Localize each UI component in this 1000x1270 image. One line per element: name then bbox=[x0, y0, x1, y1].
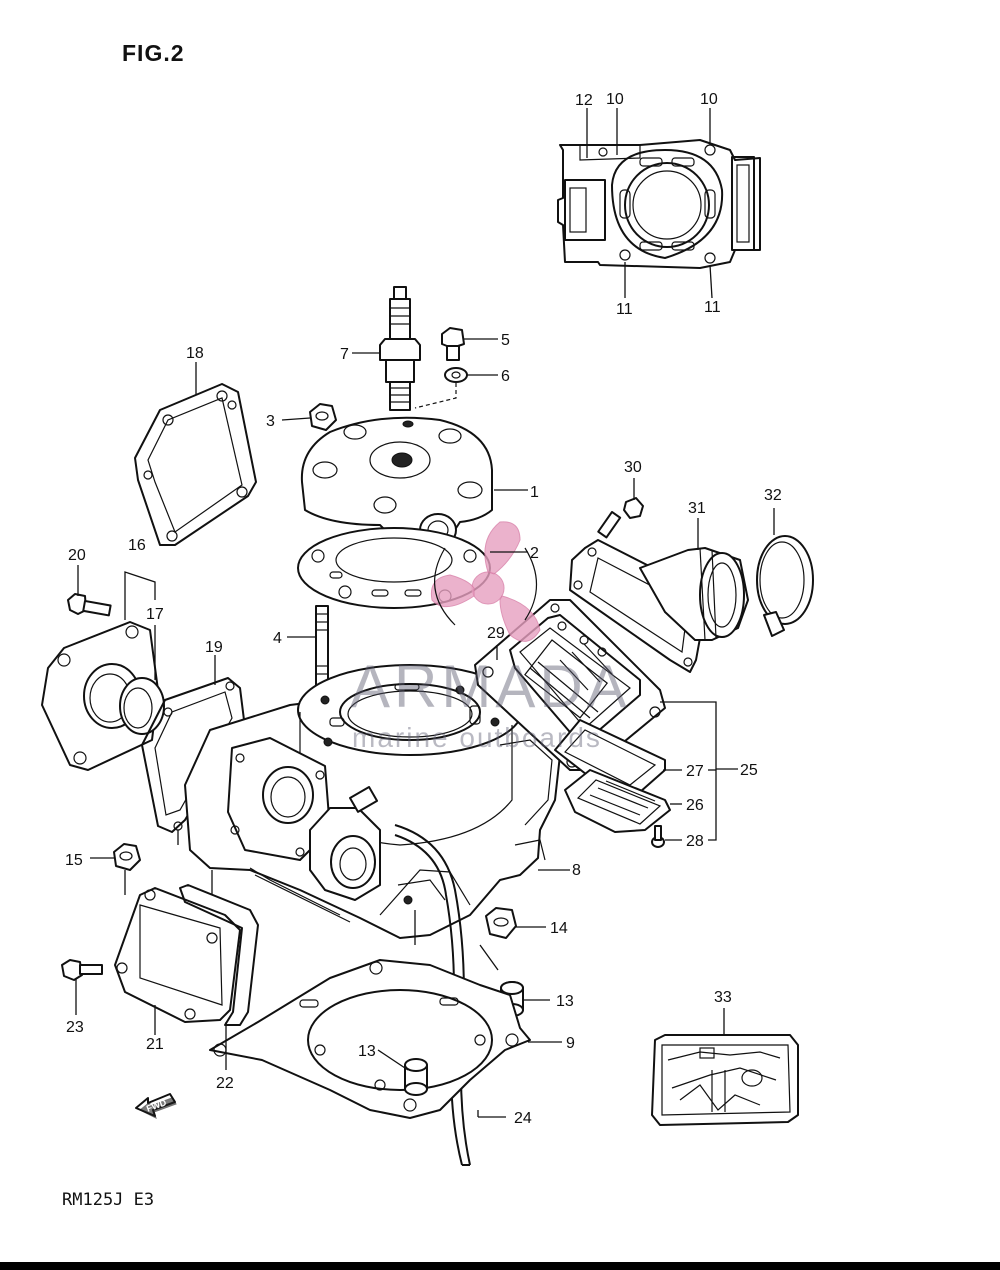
screw-part-30 bbox=[597, 497, 644, 539]
spark-plug bbox=[379, 286, 421, 411]
reed-valve-assembly bbox=[474, 599, 671, 848]
gasket-part-22 bbox=[179, 884, 259, 1026]
intake-pipe bbox=[639, 547, 749, 641]
cylinder-top-view-inset bbox=[557, 139, 761, 269]
gasket-set-package bbox=[651, 1034, 799, 1126]
model-code: RM125J E3 bbox=[62, 1190, 155, 1210]
leader-lines bbox=[75, 108, 775, 1118]
callout-14: 14 bbox=[550, 920, 568, 937]
bolt-part-23 bbox=[61, 959, 103, 981]
callout-3: 3 bbox=[266, 413, 275, 430]
callout-4: 4 bbox=[273, 630, 282, 647]
cylinder-base-gasket bbox=[209, 959, 531, 1119]
nut-part-14 bbox=[485, 907, 517, 939]
callout-2: 2 bbox=[530, 545, 539, 562]
callout-32: 32 bbox=[764, 487, 782, 504]
watermark-propeller-logo bbox=[430, 521, 541, 642]
callout-8: 8 bbox=[572, 862, 581, 879]
callout-19: 19 bbox=[205, 639, 223, 656]
callout-labels: 1 2 3 4 5 6 7 8 9 10 10 11 11 12 13 13 1… bbox=[65, 91, 782, 1127]
washer-part-6 bbox=[444, 367, 468, 383]
figure-title: FIG.2 bbox=[122, 40, 185, 66]
page-bottom-edge bbox=[0, 1262, 1000, 1270]
callout-21: 21 bbox=[146, 1036, 164, 1053]
callout-22: 22 bbox=[216, 1075, 234, 1092]
callout-10b: 10 bbox=[700, 91, 718, 108]
callout-27: 27 bbox=[686, 763, 704, 780]
callout-7: 7 bbox=[340, 346, 349, 363]
callout-5: 5 bbox=[501, 332, 510, 349]
nut-part-15 bbox=[113, 843, 141, 871]
callout-30: 30 bbox=[624, 459, 642, 476]
cover-part-21 bbox=[114, 887, 241, 1023]
bolt-part-20 bbox=[67, 593, 112, 617]
callout-13a: 13 bbox=[556, 993, 574, 1010]
forward-direction-arrow: FWD bbox=[135, 1093, 177, 1119]
callout-25: 25 bbox=[740, 762, 758, 779]
cylinder-head bbox=[300, 416, 493, 549]
callout-17: 17 bbox=[146, 606, 164, 623]
nut-part-3 bbox=[309, 403, 337, 431]
callout-18: 18 bbox=[186, 345, 204, 362]
gasket-part-18 bbox=[134, 383, 257, 546]
callout-15: 15 bbox=[65, 852, 83, 869]
callout-23: 23 bbox=[66, 1019, 84, 1036]
seal-part-17 bbox=[119, 677, 165, 735]
watermark-tagline: marine outboards bbox=[352, 722, 602, 753]
callout-33: 33 bbox=[714, 989, 732, 1006]
callout-29: 29 bbox=[487, 625, 505, 642]
callout-10a: 10 bbox=[606, 91, 624, 108]
bolt-part-5 bbox=[441, 327, 465, 361]
callout-11a: 11 bbox=[616, 301, 633, 318]
callout-12: 12 bbox=[575, 92, 593, 109]
dowel-pin-lower bbox=[404, 1058, 428, 1096]
callout-6: 6 bbox=[501, 368, 510, 385]
callout-9: 9 bbox=[566, 1035, 575, 1052]
watermark-brand: ARMADA bbox=[350, 653, 631, 720]
callout-13b: 13 bbox=[358, 1043, 376, 1060]
callout-11b: 11 bbox=[704, 299, 721, 316]
callout-26: 26 bbox=[686, 797, 704, 814]
callout-20: 20 bbox=[68, 547, 86, 564]
hose-clamp bbox=[756, 535, 814, 637]
cylinder-block bbox=[184, 664, 561, 939]
callout-28: 28 bbox=[686, 833, 704, 850]
stud-bolt bbox=[315, 605, 329, 687]
callout-1: 1 bbox=[530, 484, 539, 501]
callout-16: 16 bbox=[128, 537, 146, 554]
callout-24: 24 bbox=[514, 1110, 532, 1127]
callout-31: 31 bbox=[688, 500, 706, 517]
